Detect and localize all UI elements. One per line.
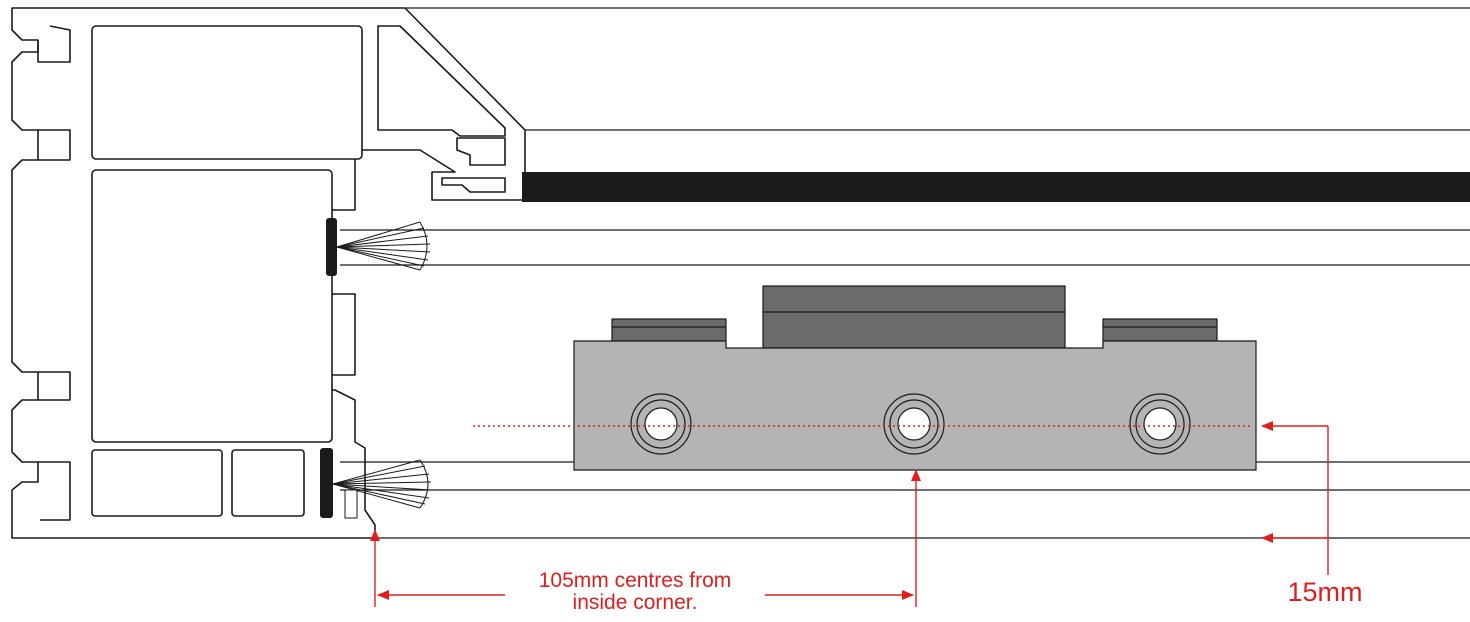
fixing-hole-1 [630,393,692,455]
brush-seal-lower [320,448,432,519]
frame-profile [11,7,526,539]
left-keyway-4 [38,461,71,521]
left-keyway-1 [37,25,71,63]
brush-seal-upper [326,218,431,276]
offset-annotation: 15mm [1287,577,1363,607]
chamber-diagonal [377,25,506,137]
glazing-hook [441,177,506,193]
glazing-bead [456,137,506,166]
chamber-middle [91,169,333,443]
lock-keep [573,285,1257,471]
chamber-top [91,25,363,160]
keep-top-block [762,285,1066,349]
fixing-hole-3 [1129,393,1191,455]
left-keyway-2 [38,129,71,161]
centres-annotation-line1: 105mm centres from [538,569,732,592]
centres-annotation: 105mm centres from inside corner. [505,569,765,615]
glass-unit [522,172,1470,202]
centres-annotation-line2: inside corner. [572,591,698,615]
fixing-hole-2 [883,393,945,455]
dimension-lines [370,421,1329,607]
chamber-bottom-right [231,449,305,517]
chamber-bottom-left [91,449,223,517]
left-keyway-3 [38,371,71,401]
sash-lines [340,7,1470,539]
